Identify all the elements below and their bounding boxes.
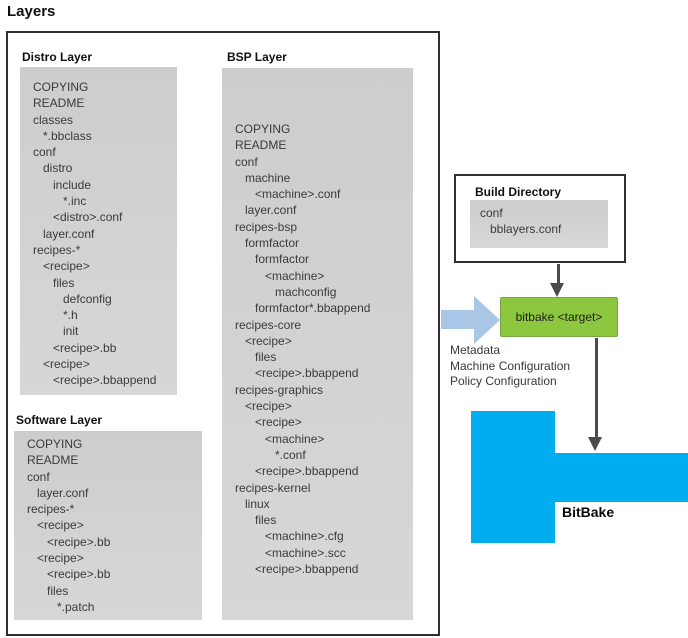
tree-line: <recipe>.bbappend: [235, 562, 359, 577]
tree-line: <machine>: [235, 431, 325, 446]
tree-line: README: [235, 138, 287, 153]
tree-line: classes: [33, 112, 74, 127]
tree-line: recipes-kernel: [235, 480, 311, 495]
tree-line: *.bbclass: [33, 128, 92, 143]
arrow-target-to-bitbake-head-icon: [588, 437, 602, 451]
tree-line: files: [33, 275, 75, 290]
tree-line: *.h: [33, 308, 78, 323]
tree-line: <machine>.cfg: [235, 529, 344, 544]
tree-line: <machine>: [235, 268, 325, 283]
tree-line: formfactor*.bbappend: [235, 301, 371, 316]
tree-line: formfactor: [235, 252, 310, 267]
tree-line: <recipe>: [33, 357, 90, 372]
tree-line: README: [33, 96, 85, 111]
tree-line: <recipe>: [235, 333, 292, 348]
bitbake-target-box: bitbake <target>: [500, 297, 618, 337]
tree-line: COPYING: [235, 122, 291, 136]
tree-line: <recipe>: [235, 415, 302, 430]
tree-line: <recipe>: [27, 551, 84, 566]
distro-layer-heading: Distro Layer: [22, 50, 93, 64]
tree-line: <recipe>.bb: [27, 534, 111, 549]
bitbake-shape-horizontal: [555, 453, 688, 502]
tree-line: README: [27, 453, 79, 468]
tree-line: recipes-bsp: [235, 219, 298, 234]
tree-line: formfactor: [235, 236, 300, 251]
arrow-label: Policy Configuration: [450, 374, 557, 388]
tree-line: <recipe>.bbappend: [33, 373, 157, 388]
bitbake-target-label: bitbake <target>: [515, 310, 603, 324]
tree-line: <machine>.conf: [235, 187, 341, 202]
tree-line: COPYING: [27, 437, 83, 451]
tree-line: distro: [33, 161, 73, 176]
tree-line: machconfig: [235, 284, 337, 299]
tree-line: COPYING: [33, 80, 89, 94]
tree-line: recipes-core: [235, 317, 302, 332]
tree-line: defconfig: [33, 291, 112, 306]
tree-line: <recipe>.bb: [33, 340, 117, 355]
tree-line: machine: [235, 170, 291, 185]
tree-line: bblayers.conf: [480, 222, 562, 237]
tree-line: *.inc: [33, 194, 87, 209]
tree-line: <recipe>: [235, 399, 292, 414]
build-directory-heading: Build Directory: [475, 185, 562, 199]
arrow-label: Metadata: [450, 343, 501, 357]
tree-line: conf: [480, 206, 503, 220]
tree-line: include: [33, 177, 92, 192]
tree-line: <recipe>: [33, 259, 90, 274]
arrow-target-to-bitbake-line: [595, 338, 598, 438]
tree-line: conf: [33, 145, 56, 160]
arrow-label: Machine Configuration: [450, 358, 571, 373]
bitbake-shape-vertical: [471, 411, 555, 543]
tree-line: conf: [235, 154, 258, 169]
tree-line: <machine>.scc: [235, 545, 346, 560]
tree-line: <recipe>.bb: [27, 567, 111, 582]
tree-line: layer.conf: [235, 203, 297, 218]
tree-line: layer.conf: [27, 485, 89, 500]
tree-line: <recipe>.bbappend: [235, 464, 359, 479]
tree-line: layer.conf: [33, 226, 95, 241]
build-directory-tree: conf bblayers.conf: [470, 200, 608, 248]
tree-line: *.patch: [27, 599, 95, 614]
tree-line: recipes-*: [33, 242, 81, 257]
bsp-layer-heading: BSP Layer: [227, 50, 287, 64]
arrow-build-to-target-line: [557, 264, 560, 285]
tree-line: files: [235, 513, 277, 528]
tree-line: files: [235, 350, 277, 365]
tree-line: recipes-*: [27, 502, 75, 517]
tree-line: linux: [235, 496, 270, 511]
tree-line: conf: [27, 469, 50, 484]
tree-line: <recipe>: [27, 518, 84, 533]
tree-line: <distro>.conf: [33, 210, 123, 225]
layers-input-arrow-head-icon: [474, 296, 500, 344]
tree-line: <recipe>.bbappend: [235, 366, 359, 381]
tree-line: files: [27, 583, 69, 598]
layers-input-arrow-body: [441, 310, 474, 329]
arrow-build-to-target-head-icon: [550, 283, 564, 297]
page-title: Layers: [7, 3, 56, 20]
tree-line: *.conf: [235, 447, 306, 462]
tree-line: init: [33, 324, 79, 339]
tree-line: recipes-graphics: [235, 382, 324, 397]
bitbake-label: BitBake: [562, 504, 615, 520]
software-layer-heading: Software Layer: [16, 413, 103, 427]
